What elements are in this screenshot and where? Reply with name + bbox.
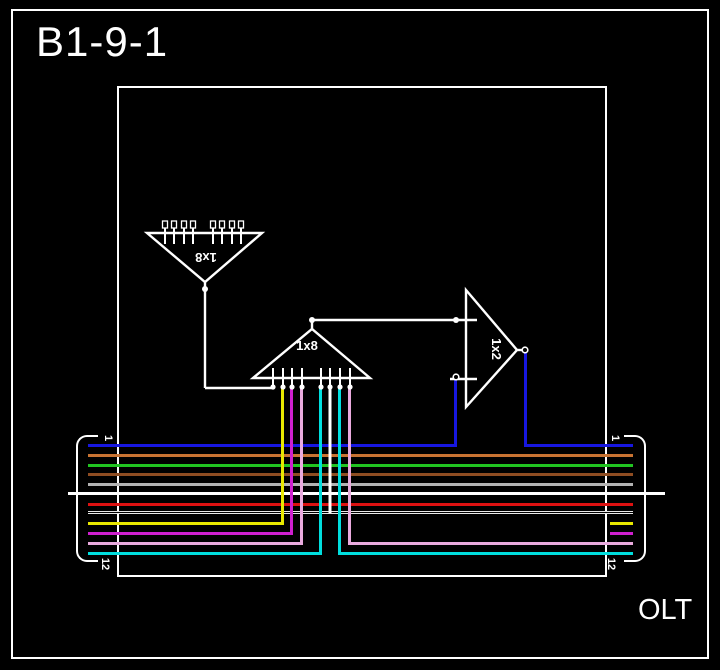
outer-border: [11, 9, 709, 659]
fiber-rose-left: [88, 542, 303, 545]
riser-blue-left: [454, 377, 457, 447]
riser-violet: [290, 387, 293, 535]
ring-port-dots: [452, 346, 529, 381]
fiber-violet-left: [88, 532, 293, 535]
splitter-middle-port-ticks: [272, 368, 351, 387]
fiber-yellow-left: [88, 522, 284, 525]
riser-aqua-left: [319, 387, 322, 555]
riser-rose-right: [348, 387, 351, 545]
fiber-aqua-right: [339, 552, 633, 555]
diagram-title: B1-9-1: [36, 18, 169, 65]
splitter-1x2-label: 1x2: [489, 338, 504, 360]
junction-dots: [202, 286, 459, 390]
riser-yellow: [281, 387, 284, 525]
fiber-slate: [88, 483, 633, 486]
fiber-black: [88, 511, 633, 514]
fiber-orange: [88, 454, 633, 457]
fiber-red: [88, 503, 633, 506]
left-cable-bracket: [76, 435, 98, 562]
splitter-top-port-ticks: [164, 228, 242, 244]
fiber-aqua-left: [88, 552, 322, 555]
splitter-top-connector-squares: [161, 220, 245, 229]
splitter-top-label: 1x8: [195, 250, 217, 265]
fiber-rose-right: [349, 542, 633, 545]
splitter-middle-label: 1x8: [296, 338, 318, 353]
fiber-green: [88, 464, 633, 467]
olt-label: OLT: [638, 594, 693, 626]
right-cable-bracket: [624, 435, 646, 562]
riser-rose-left: [300, 387, 303, 545]
fiber-blue-right: [525, 444, 633, 447]
splitter-top-triangle: [143, 231, 266, 284]
splitter-shapes: [143, 220, 526, 513]
fiber-yellow-right: [610, 522, 633, 525]
fiber-blue-left: [88, 444, 457, 447]
splice-closure-box: [117, 86, 607, 577]
fiber-violet-right: [610, 532, 633, 535]
fiber-white: [68, 492, 665, 495]
riser-aqua-right: [338, 387, 341, 555]
splitter-1x2-triangle: [464, 286, 519, 411]
fiber-brown: [88, 473, 633, 476]
riser-blue-right: [524, 351, 527, 447]
splitter-middle-triangle: [249, 327, 374, 380]
